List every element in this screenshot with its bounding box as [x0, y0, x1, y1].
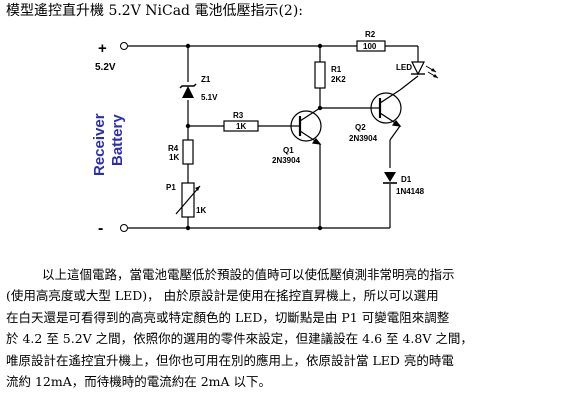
d1-name: D1 — [401, 175, 412, 184]
r2-name: R2 — [365, 30, 376, 39]
diode-d1 — [383, 172, 397, 184]
q2-value: 2N3904 — [349, 134, 378, 143]
r4-name: R4 — [168, 144, 179, 153]
p1-value: 1K — [196, 206, 206, 215]
d1-value: 1N4148 — [396, 187, 425, 196]
resistor-r1 — [314, 61, 326, 89]
paragraph-line: 唯原設計在遙控宜升機上，但你也可用在別的應用上，依原設計當 LED 亮的時電 — [6, 352, 454, 368]
page-title: 模型遙控直升機 5.2V NiCad 電池低壓指示(2): — [6, 3, 304, 19]
minus-terminal — [120, 224, 128, 232]
z1-value: 5.1V — [201, 93, 218, 102]
resistor-r3 — [223, 120, 259, 132]
q1-name: Q1 — [283, 146, 294, 155]
paragraph-line: (使用高亮度或大型 LED)， 由於原設計是使用在搖控直昇機上，所以可以選用 — [6, 288, 439, 304]
plus-terminal — [120, 42, 128, 50]
r1-value: 2K2 — [331, 75, 346, 84]
r3-value: 1K — [236, 122, 246, 131]
circuit-diagram: + 5.2V - Receiver Battery Z1 5.1V R4 1K … — [91, 30, 439, 237]
battery-label-receiver: Receiver — [91, 113, 108, 176]
resistor-r4 — [182, 139, 194, 165]
description-paragraph: 以上這個電路，當電池電壓低於預設的值時可以使低壓偵測非常明亮的指示 (使用高亮度… — [6, 264, 558, 392]
minus-sign: - — [98, 220, 103, 237]
paragraph-line: 流約 12mA，而待機時的電流約在 2mA 以下。 — [6, 374, 272, 390]
zener-diode-z1 — [179, 83, 197, 98]
q1-value: 2N3904 — [272, 156, 301, 165]
transistor-q2 — [370, 89, 402, 127]
r1-name: R1 — [331, 65, 342, 74]
r4-value: 1K — [169, 153, 179, 162]
paragraph-line: 以上這個電路，當電池電壓低於預設的值時可以使低壓偵測非常明亮的指示 — [42, 267, 455, 282]
led-indicator — [411, 61, 439, 79]
q2-name: Q2 — [355, 123, 366, 132]
supply-voltage: 5.2V — [95, 62, 116, 73]
r2-value: 100 — [363, 42, 377, 51]
p1-name: P1 — [166, 183, 176, 192]
paragraph-line: 在白天還是可看得到的高亮或特定顏色的 LED，切斷點是由 P1 可變電阻來調整 — [6, 309, 450, 325]
r3-name: R3 — [233, 111, 244, 120]
z1-name: Z1 — [201, 75, 211, 84]
resistor-r2 — [356, 40, 386, 52]
potentiometer-p1 — [175, 182, 201, 218]
led-name: LED — [396, 63, 412, 72]
transistor-q1 — [290, 107, 322, 145]
battery-label-battery: Battery — [109, 114, 126, 166]
plus-sign: + — [98, 40, 107, 57]
paragraph-line: 於 4.2 至 5.2V 之間，依照你的選用的零件來設定，但建議設在 4.6 至… — [6, 331, 473, 347]
